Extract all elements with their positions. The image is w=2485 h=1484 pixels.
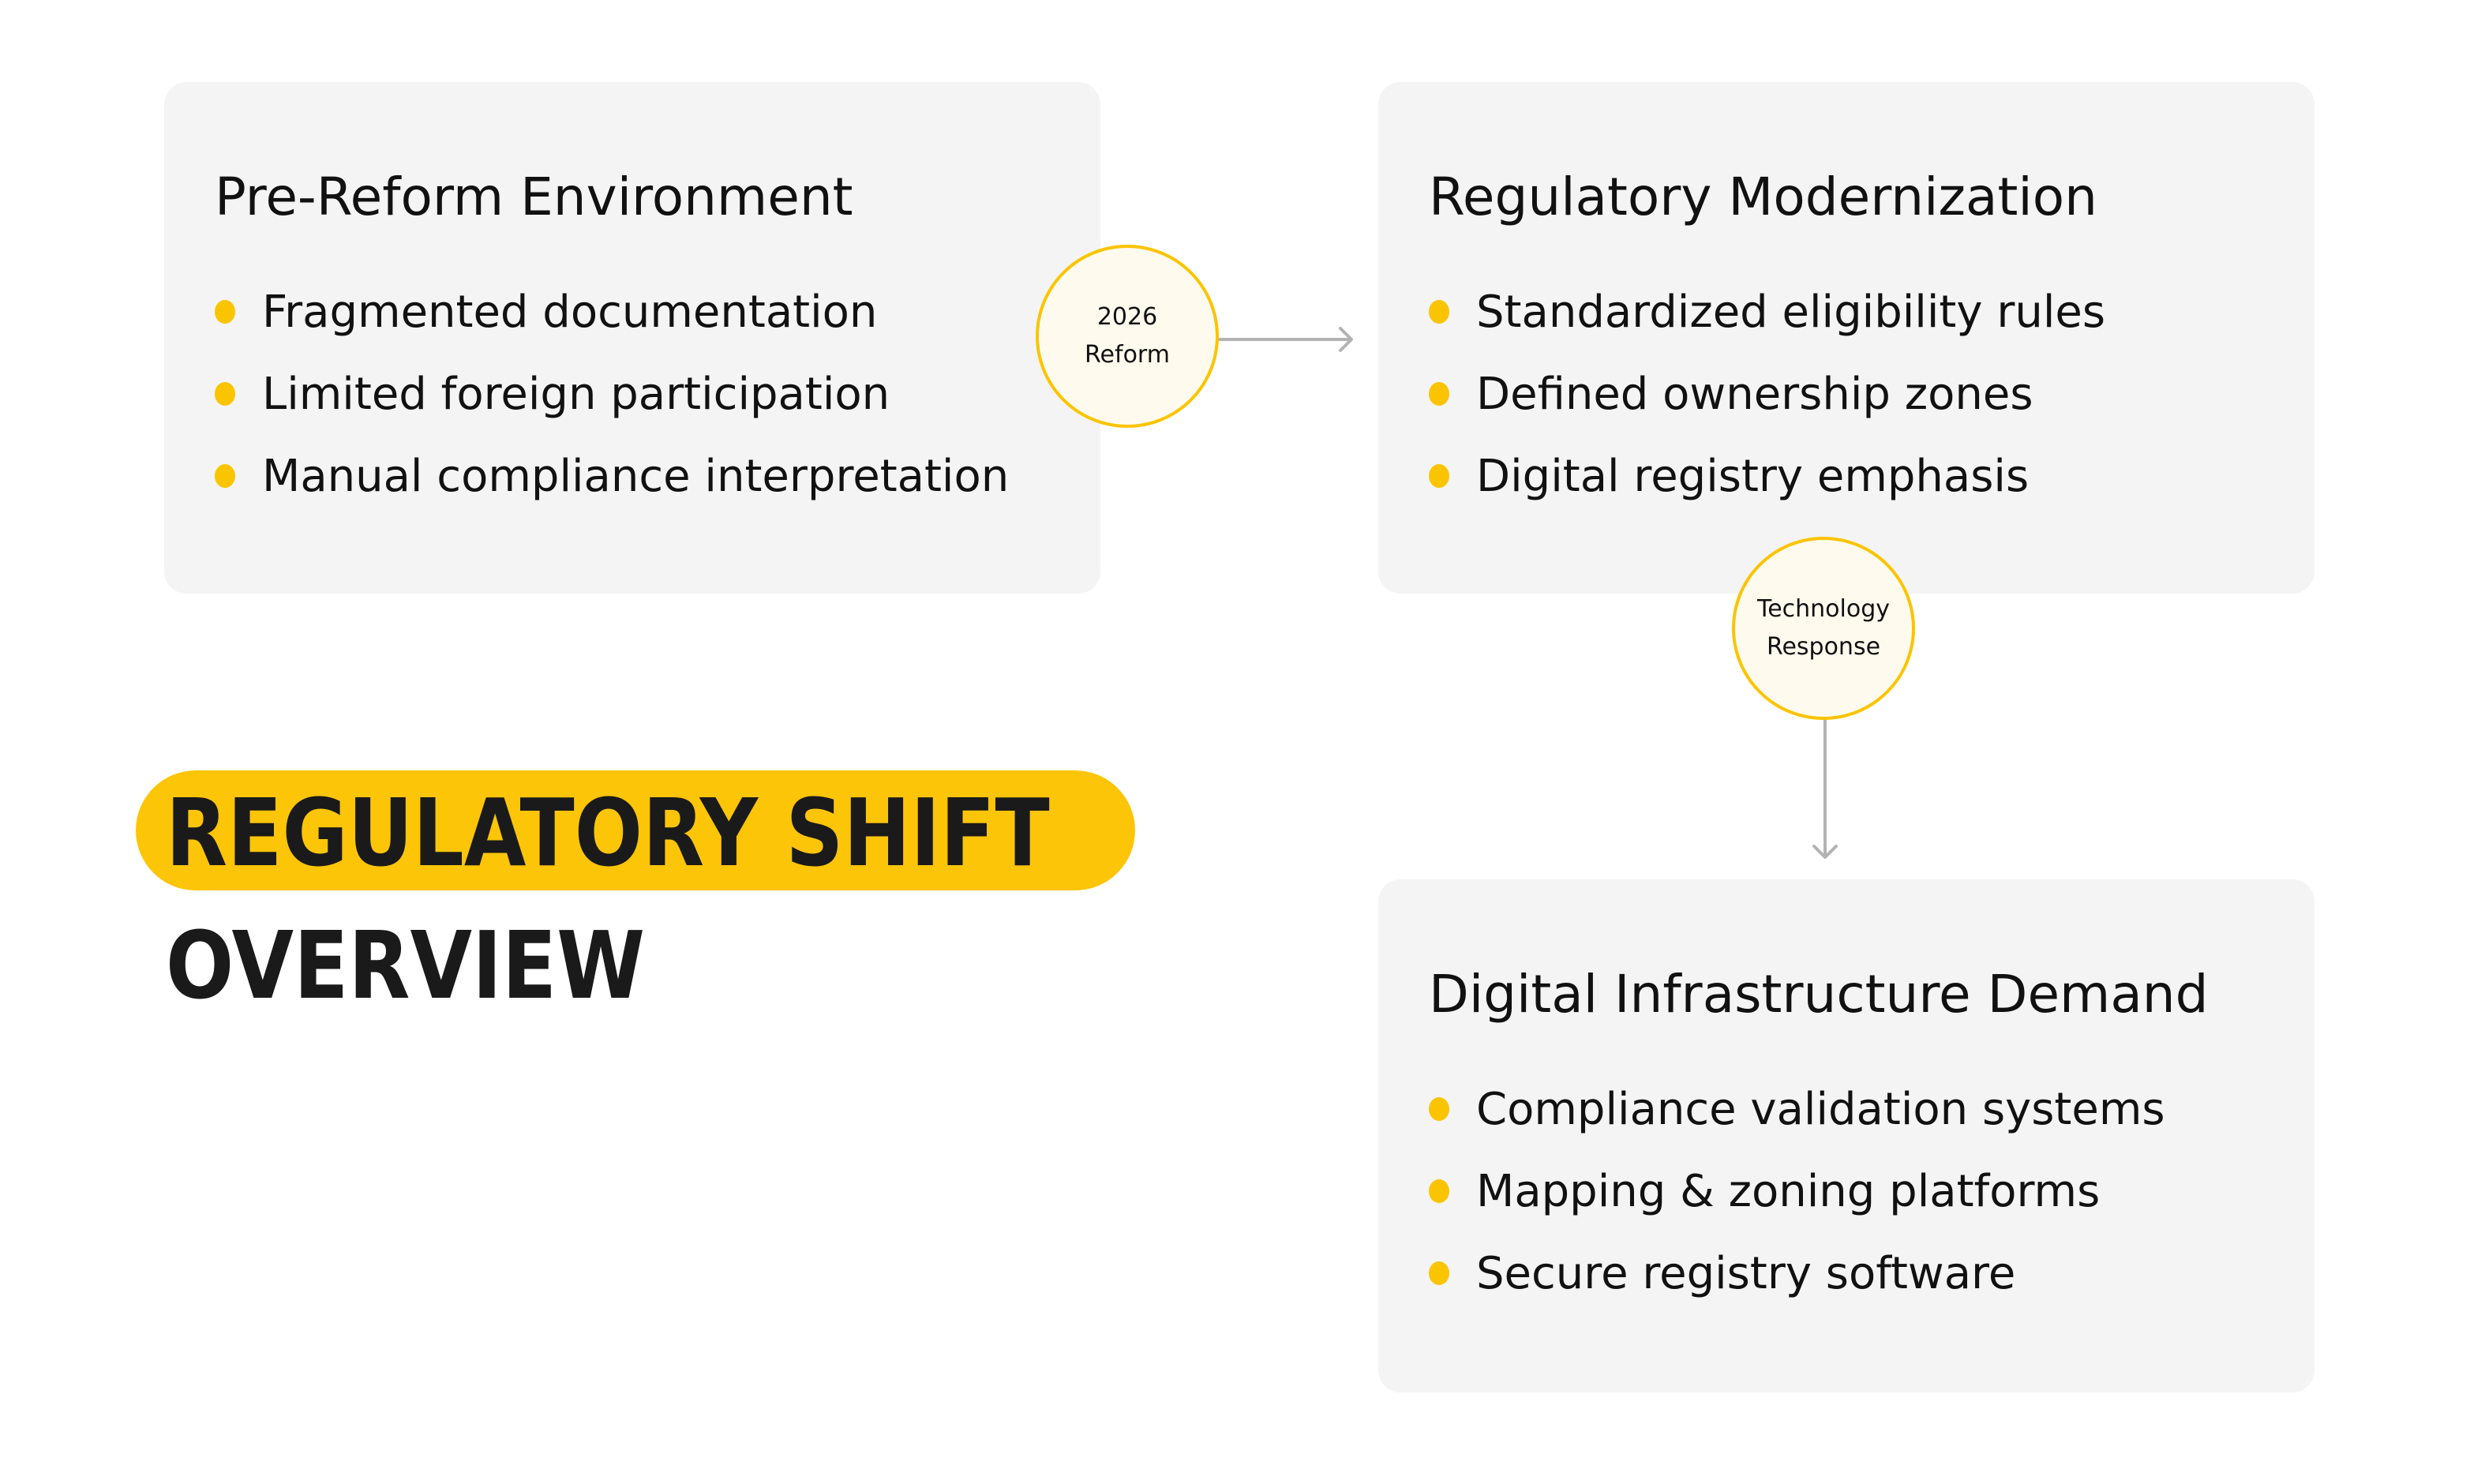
bullet-dot-icon [215,464,235,489]
headline-highlight-pill [136,770,1135,890]
bullet-dot-icon [1429,464,1449,489]
list-item: Limited foreign participation [215,353,1100,435]
bullet-list: Standardized eligibility rules Defined o… [1429,271,2314,517]
card-pre-reform: Pre-Reform Environment Fragmented docume… [164,82,1100,594]
bullet-dot-icon [1429,1179,1449,1204]
list-item: Fragmented documentation [215,271,1100,353]
bullet-list: Fragmented documentation Limited foreign… [215,271,1100,517]
list-item: Compliance validation systems [1429,1068,2314,1150]
card-title: Pre-Reform Environment [215,167,853,227]
bullet-dot-icon [1429,1097,1449,1122]
node-label-line1: 2026 [1096,303,1158,331]
list-item: Defined ownership zones [1429,353,2314,435]
headline-second-line: OVERVIEW [166,911,646,1020]
bullet-dot-icon [1429,382,1449,407]
bullet-dot-icon [1429,1261,1449,1286]
bullet-dot-icon [1429,300,1449,324]
headline-highlight-text: REGULATORY SHIFT [166,778,1050,887]
node-label-line1: Technology [1756,595,1891,623]
arrow-down-icon [1812,718,1838,859]
card-title: Regulatory Modernization [1429,167,2097,227]
node-2026-reform: 2026 Reform [1036,245,1219,428]
card-title: Digital Infrastructure Demand [1429,964,2209,1025]
list-item: Secure registry software [1429,1232,2314,1314]
bullet-list: Compliance validation systems Mapping & … [1429,1068,2314,1314]
list-item: Digital registry emphasis [1429,435,2314,517]
card-digital-infrastructure: Digital Infrastructure Demand Compliance… [1378,879,2314,1392]
bullet-dot-icon [215,382,235,407]
node-technology-response: Technology Response [1732,537,1915,720]
list-item: Standardized eligibility rules [1429,271,2314,353]
bullet-dot-icon [215,300,235,324]
node-label-line2: Reform [1085,341,1170,369]
list-item: Mapping & zoning platforms [1429,1150,2314,1232]
arrow-right-icon [1216,327,1353,352]
list-item: Manual compliance interpretation [215,435,1100,517]
node-label-line2: Response [1766,633,1881,661]
card-regulatory-modernization: Regulatory Modernization Standardized el… [1378,82,2314,594]
